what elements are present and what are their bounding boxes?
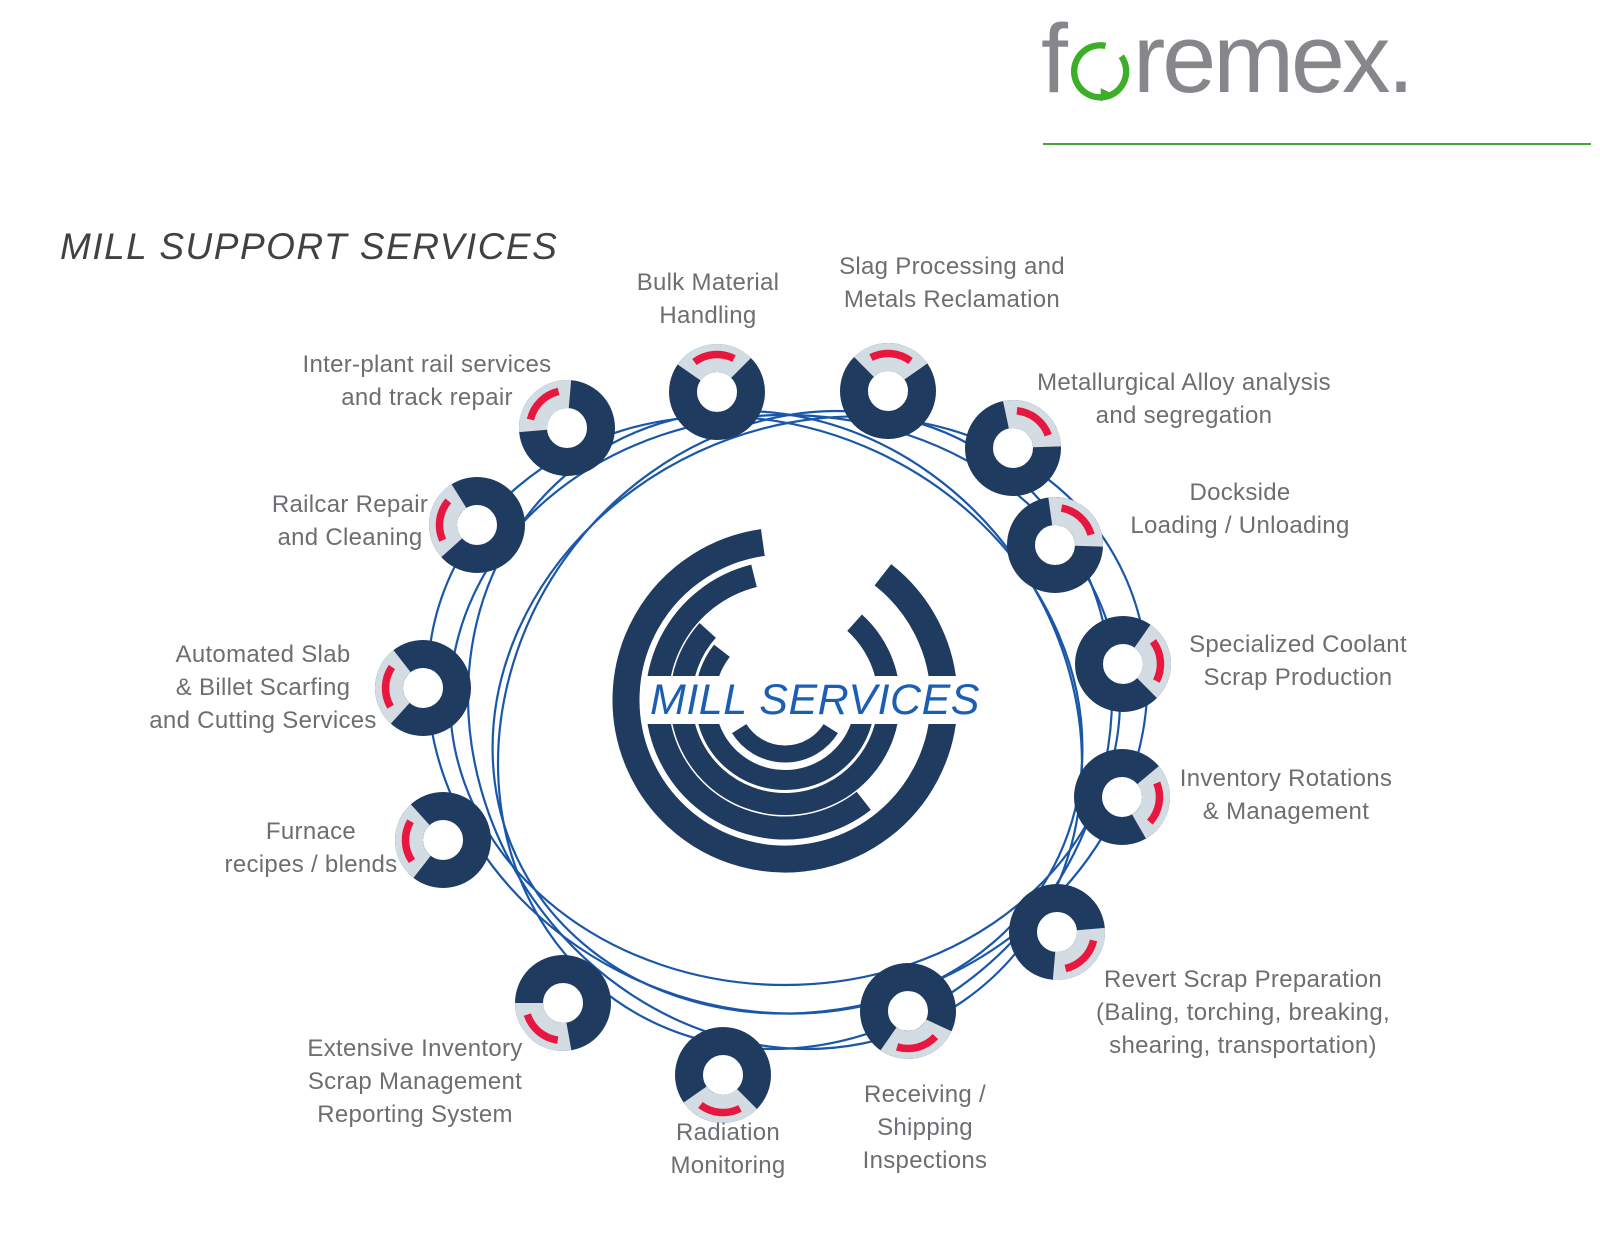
service-label: Extensive Inventory Scrap Management Rep…: [307, 1035, 523, 1128]
service-label: Automated Slab & Billet Scarfing and Cut…: [149, 641, 377, 734]
service-label: Inventory Rotations & Management: [1179, 765, 1393, 825]
donut-red-arc: [1060, 504, 1095, 536]
center-logo-arc: [732, 723, 838, 763]
service-icon: [860, 963, 956, 1059]
donut-hole: [1103, 644, 1143, 684]
donut-hole: [993, 428, 1033, 468]
service-icon: [395, 792, 491, 888]
brand-text-post: remex.: [1132, 4, 1414, 113]
service-label: Radiation Monitoring: [670, 1119, 786, 1179]
page-title: MILL SUPPORT SERVICES: [60, 226, 559, 267]
service-icon: [515, 955, 611, 1051]
service-icon: [375, 640, 471, 736]
donut-red-arc: [692, 350, 736, 366]
center-logo-arc: [645, 564, 871, 840]
donut-red-arc: [895, 1033, 939, 1053]
donut-red-arc: [1146, 781, 1164, 825]
donut-hole: [423, 820, 463, 860]
donut-hole: [868, 371, 908, 411]
center-logo-label: MILL SERVICES: [643, 676, 987, 724]
service-label: Receiving / Shipping Inspections: [862, 1081, 988, 1174]
brand-o-circular-arrow-icon: [1069, 40, 1131, 102]
service-icon: [675, 1027, 771, 1123]
donut-red-arc: [401, 819, 416, 864]
donut-hole: [1035, 525, 1075, 565]
service-label: Railcar Repair and Cleaning: [271, 491, 429, 551]
brand-underline: [1043, 143, 1591, 145]
donut-hole: [703, 1055, 743, 1095]
donut-hole: [403, 668, 443, 708]
brand-logo: f remex.: [1041, 4, 1414, 113]
donut-hole: [457, 505, 497, 545]
service-icon: [1075, 616, 1171, 712]
service-label: Metallurgical Alloy analysis and segrega…: [1037, 369, 1331, 429]
donut-red-arc: [698, 1101, 742, 1117]
donut-red-arc: [381, 664, 396, 709]
brand-text-pre: f: [1041, 4, 1068, 113]
service-icon: [1007, 497, 1103, 593]
donut-red-arc: [1016, 406, 1052, 437]
donut-red-arc: [523, 1013, 559, 1044]
donut-red-arc: [526, 387, 560, 421]
service-icon: [840, 343, 936, 439]
donut-hole: [1037, 912, 1077, 952]
service-icon: [965, 400, 1061, 496]
donut-red-arc: [1149, 639, 1165, 683]
service-label: Bulk Material Handling: [636, 269, 780, 329]
service-icon: [1009, 884, 1105, 980]
service-label: Furnace recipes / blends: [224, 818, 398, 878]
service-icon: [519, 380, 615, 476]
donut-red-arc: [1064, 939, 1098, 973]
service-label: Dockside Loading / Unloading: [1130, 479, 1350, 539]
service-icon: [1074, 749, 1170, 845]
service-label: Inter-plant rail services and track repa…: [302, 351, 552, 411]
donut-hole: [543, 983, 583, 1023]
service-icon: [669, 344, 765, 440]
donut-hole: [1102, 777, 1142, 817]
donut-hole: [697, 372, 737, 412]
service-label: Specialized Coolant Scrap Production: [1189, 631, 1407, 691]
donut-red-arc: [869, 349, 913, 365]
donut-hole: [547, 408, 587, 448]
service-label: Revert Scrap Preparation (Baling, torchi…: [1096, 966, 1390, 1059]
service-label: Slag Processing and Metals Reclamation: [839, 253, 1065, 313]
donut-hole: [888, 991, 928, 1031]
donut-red-arc: [435, 498, 452, 542]
service-icon: [429, 477, 525, 573]
